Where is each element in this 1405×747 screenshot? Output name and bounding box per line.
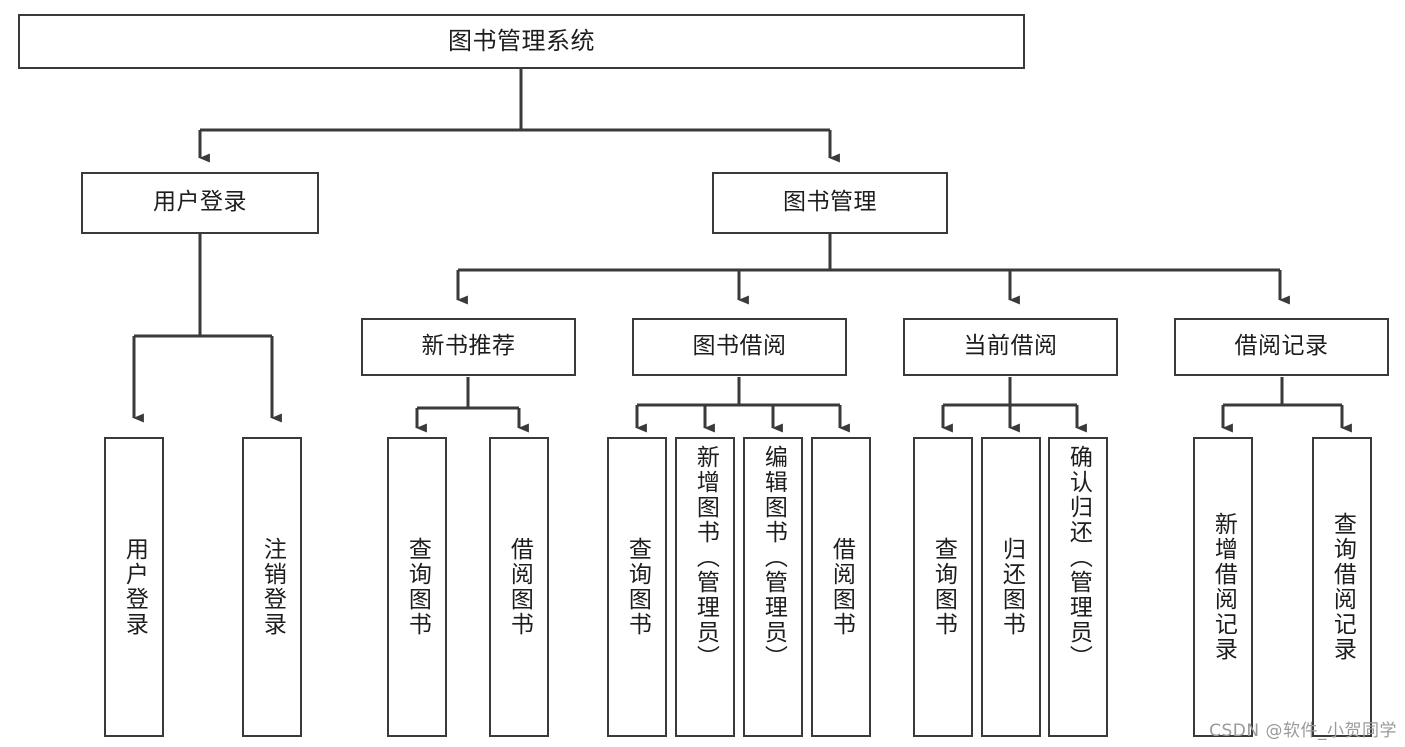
- node-root-system[interactable]: 图书管理系统: [18, 14, 1025, 69]
- node-user-login[interactable]: 用户登录: [81, 172, 319, 234]
- node-label: 查询图书: [930, 537, 957, 637]
- node-label: 查询借阅记录: [1329, 512, 1356, 662]
- watermark-text: CSDN @软件_小贺同学: [1209, 721, 1397, 741]
- leaf-return-book[interactable]: 归还图书: [981, 437, 1041, 737]
- node-label: 编辑图书（管理员）: [760, 445, 787, 670]
- node-new-book-recommend[interactable]: 新书推荐: [361, 318, 576, 376]
- leaf-user-login[interactable]: 用户登录: [104, 437, 164, 737]
- node-label: 查询图书: [404, 537, 431, 637]
- node-label: 借阅图书: [506, 537, 533, 637]
- node-label: 查询图书: [624, 537, 651, 637]
- node-label: 图书管理: [783, 189, 877, 216]
- node-label: 借阅记录: [1234, 333, 1329, 360]
- node-book-borrow[interactable]: 图书借阅: [632, 318, 847, 376]
- leaf-query-book-current[interactable]: 查询图书: [913, 437, 973, 737]
- leaf-add-borrow-record[interactable]: 新增借阅记录: [1193, 437, 1253, 737]
- node-label: 借阅图书: [828, 537, 855, 637]
- leaf-query-borrow-record[interactable]: 查询借阅记录: [1312, 437, 1372, 737]
- node-label: 确认归还（管理员）: [1065, 445, 1092, 670]
- node-label: 新书推荐: [421, 333, 516, 360]
- leaf-edit-book-admin[interactable]: 编辑图书（管理员）: [743, 437, 803, 737]
- node-label: 用户登录: [153, 189, 247, 216]
- node-book-management[interactable]: 图书管理: [712, 172, 948, 234]
- node-label: 归还图书: [998, 537, 1025, 637]
- node-label: 用户登录: [121, 537, 148, 637]
- leaf-confirm-return-admin[interactable]: 确认归还（管理员）: [1048, 437, 1108, 737]
- leaf-query-book-recommend[interactable]: 查询图书: [387, 437, 447, 737]
- leaf-borrow-book[interactable]: 借阅图书: [811, 437, 871, 737]
- leaf-borrow-book-recommend[interactable]: 借阅图书: [489, 437, 549, 737]
- node-label: 新增图书（管理员）: [692, 445, 719, 670]
- node-label: 图书管理系统: [448, 27, 595, 56]
- leaf-query-book-borrow[interactable]: 查询图书: [607, 437, 667, 737]
- leaf-add-book-admin[interactable]: 新增图书（管理员）: [675, 437, 735, 737]
- node-label: 注销登录: [259, 537, 286, 637]
- node-label: 新增借阅记录: [1210, 512, 1237, 662]
- node-label: 当前借阅: [963, 333, 1058, 360]
- node-borrow-record[interactable]: 借阅记录: [1174, 318, 1389, 376]
- node-current-borrow[interactable]: 当前借阅: [903, 318, 1118, 376]
- leaf-logout[interactable]: 注销登录: [242, 437, 302, 737]
- node-label: 图书借阅: [692, 333, 787, 360]
